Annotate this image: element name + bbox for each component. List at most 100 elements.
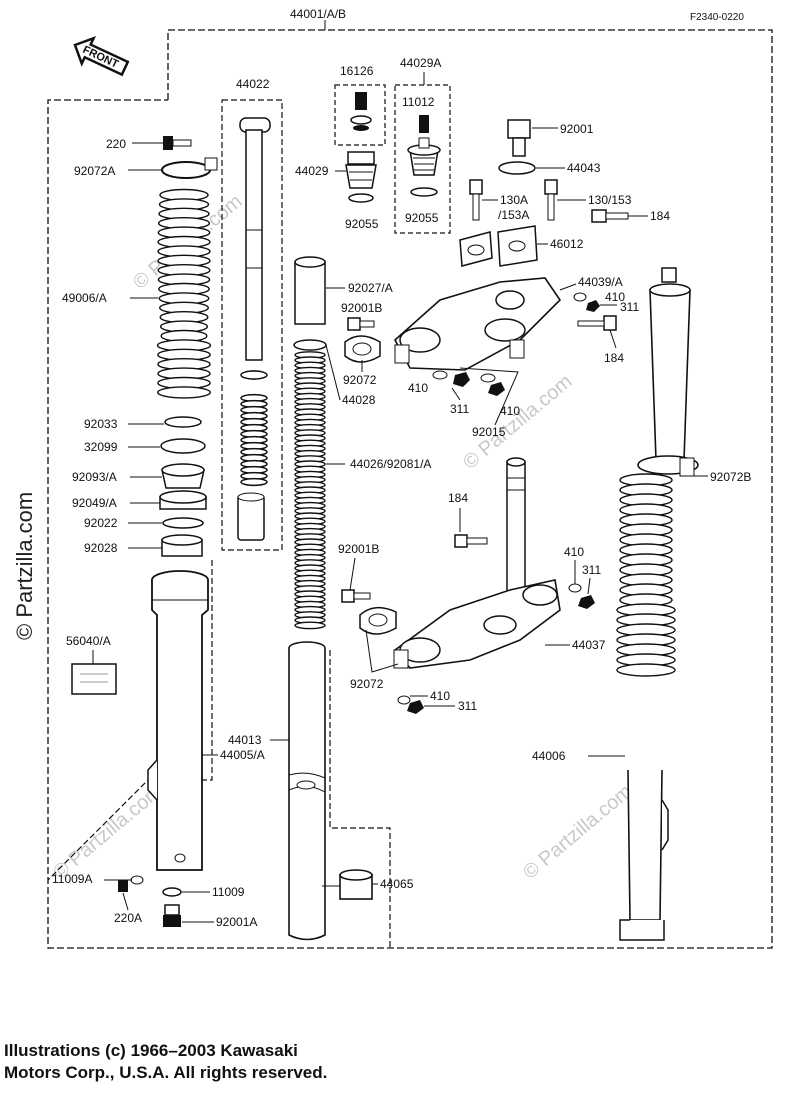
part-label-44006: 44006	[532, 749, 566, 763]
fork-boot-left	[156, 188, 212, 399]
part-label-92001B-a: 92001B	[341, 301, 382, 315]
part-label-92033: 92033	[84, 417, 118, 431]
copyright-footer: Illustrations (c) 1966–2003 Kawasaki Mot…	[4, 1040, 604, 1084]
part-label-220: 220	[106, 137, 126, 151]
washer-410	[432, 370, 448, 380]
part-label-410b: 410	[408, 381, 428, 395]
watermark-text: © Partzilla.com	[49, 780, 166, 883]
part-label-311a: 311	[620, 300, 639, 314]
part-label-410e: 410	[430, 689, 450, 703]
part-label-92072B: 92072B	[710, 470, 751, 484]
slide-bushing	[339, 869, 373, 900]
gasket-11009	[162, 887, 182, 897]
part-label-92001A: 92001A	[216, 915, 257, 929]
pinch-bolt-2	[577, 315, 617, 331]
part-label-184a: 184	[650, 209, 670, 223]
part-label-92072b: 92072	[350, 677, 384, 691]
boot-clamp-top	[161, 157, 218, 179]
part-label-32099: 32099	[84, 440, 118, 454]
part-label-92055a: 92055	[345, 217, 379, 231]
copyright-line-1: Illustrations (c) 1966–2003 Kawasaki	[4, 1041, 298, 1060]
part-label-92027A: 92027/A	[348, 281, 393, 295]
fork-right-assembly	[619, 267, 699, 941]
part-label-410d: 410	[564, 545, 584, 559]
fork-cap	[345, 151, 377, 203]
spring-seat	[293, 339, 327, 351]
part-label-44065: 44065	[380, 877, 414, 891]
part-label-184c: 184	[448, 491, 468, 505]
part-label-46012: 46012	[550, 237, 584, 251]
clamp-92072-2	[359, 606, 397, 635]
handlebar-holder	[459, 225, 538, 267]
stem-bolt	[498, 119, 536, 175]
lower-triple-clamp	[393, 579, 561, 669]
upper-triple-clamp	[393, 277, 562, 371]
rebound-spring	[240, 370, 268, 487]
fork-spring	[294, 351, 326, 630]
watermark-text: © Partzilla.com	[519, 780, 636, 883]
part-label-92015: 92015	[472, 425, 506, 439]
warning-label	[71, 663, 117, 695]
clamp-bolt	[469, 179, 483, 221]
part-label-153A: /153A	[498, 208, 529, 222]
part-label-44028: 44028	[342, 393, 376, 407]
clamp-92072	[344, 335, 381, 363]
part-label-56040A: 56040/A	[66, 634, 111, 648]
part-label-92022: 92022	[84, 516, 118, 530]
seal-stack	[159, 416, 207, 557]
fork-spacer	[294, 256, 326, 325]
watermark-text: © Partzilla.com	[12, 492, 37, 640]
part-label-92072A: 92072A	[74, 164, 115, 178]
bolt-92001B	[347, 317, 375, 331]
fork-boot-right	[616, 473, 676, 677]
part-label-44005A: 44005/A	[220, 748, 265, 762]
part-label-44029A: 44029A	[400, 56, 441, 70]
nut-311-2	[488, 382, 505, 396]
part-label-44013: 44013	[228, 733, 262, 747]
oil-lock-piece	[237, 492, 265, 541]
part-label-311b: 311	[450, 402, 469, 416]
damper-rod-box	[221, 99, 283, 551]
bottom-bolt	[163, 904, 181, 927]
pinch-bolt	[591, 209, 629, 223]
part-label-92055b: 92055	[405, 211, 439, 225]
part-label-11009: 11009	[212, 885, 245, 899]
figure-code: F2340-0220	[690, 12, 744, 23]
part-label-220A: 220A	[114, 911, 142, 925]
inner-tube	[288, 641, 326, 941]
part-label-16126: 16126	[340, 64, 374, 78]
steering-stem	[506, 457, 526, 613]
part-label-44043: 44043	[567, 161, 601, 175]
part-label-410c: 410	[500, 404, 520, 418]
part-label-130A: 130A	[500, 193, 528, 207]
part-label-184b: 184	[604, 351, 624, 365]
damper-rod	[239, 117, 271, 380]
part-label-311c: 311	[582, 563, 601, 577]
fork-cap-a-box	[394, 84, 451, 234]
part-label-92001: 92001	[560, 122, 594, 136]
front-arrow-icon	[73, 36, 130, 77]
washer-410-2	[480, 373, 496, 383]
part-label-92028: 92028	[84, 541, 118, 555]
part-label-44029: 44029	[295, 164, 329, 178]
screw-220	[163, 136, 192, 150]
part-label-92093A: 92093/A	[72, 470, 117, 484]
part-label-410a: 410	[605, 290, 625, 304]
pinch-bolt-3	[454, 534, 488, 548]
inner-tube-boundary	[329, 650, 391, 948]
assembly-border	[47, 29, 773, 949]
nut-311	[453, 372, 470, 387]
drain-screw	[118, 875, 144, 892]
part-label-44026: 44026/92081/A	[350, 457, 431, 471]
bolt-92001B-2	[341, 589, 371, 603]
part-label-11012: 11012	[402, 95, 435, 109]
part-label-130-153: 130/153	[588, 193, 632, 207]
parts-diagram: © Partzilla.com © Partzilla.com © Partzi…	[12, 7, 773, 949]
air-valve	[350, 92, 372, 131]
part-label-311d: 311	[458, 699, 477, 713]
part-label-11009A: 11009A	[52, 872, 92, 886]
copyright-line-2: Motors Corp., U.S.A. All rights reserved…	[4, 1063, 328, 1082]
air-valve-box	[334, 84, 386, 146]
part-label-44039A: 44039/A	[578, 275, 623, 289]
part-label-92049A: 92049/A	[72, 496, 117, 510]
